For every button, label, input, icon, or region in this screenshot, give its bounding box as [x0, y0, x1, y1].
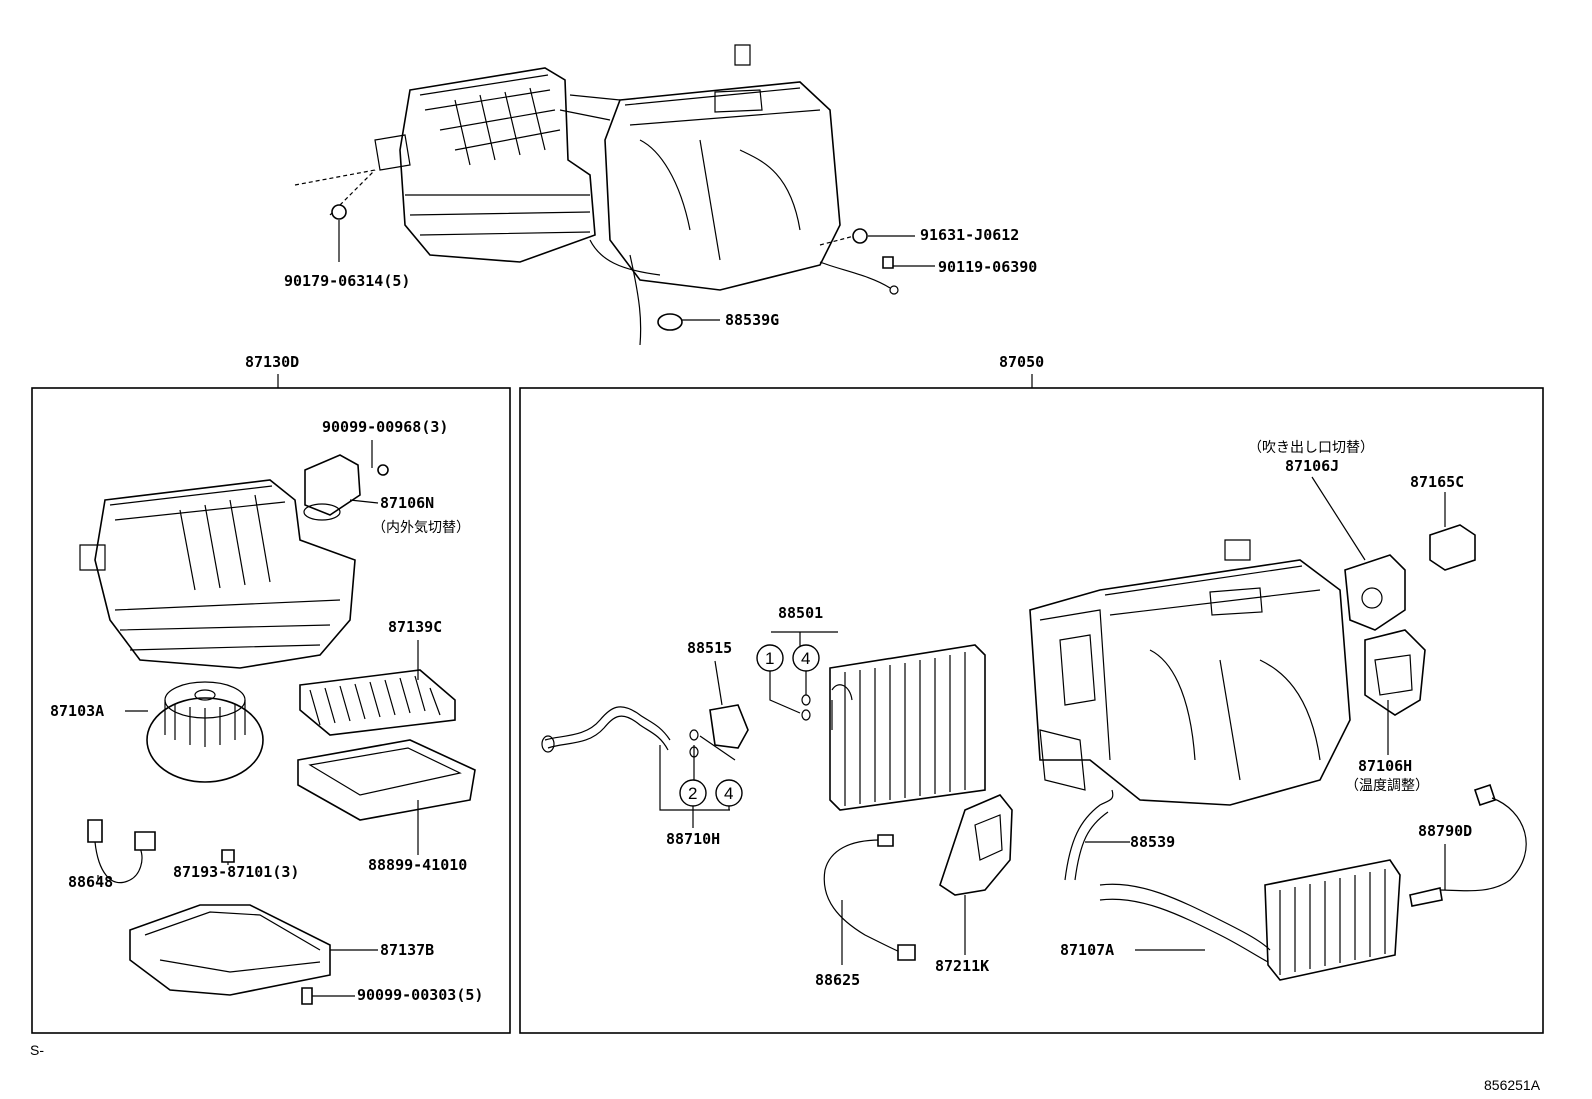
label-88899-41010: 88899-41010	[368, 856, 467, 874]
heater-unit-group: 87050 （吹き出し口切替） 87106J 87165C 87106H （温度…	[519, 353, 1544, 1034]
note-87106H: （温度調整）	[1345, 778, 1429, 794]
callout-4-bottom-text: 4	[724, 784, 733, 803]
label-88501: 88501	[778, 604, 823, 622]
label-87193-87101: 87193-87101(3)	[173, 863, 299, 881]
label-88790D: 88790D	[1418, 822, 1472, 840]
heater-group-frame	[519, 387, 1544, 1034]
blower-group-frame	[31, 387, 511, 1034]
blower-group: 87130D 90099-00968(3) 87106N （内外気切替） 871…	[31, 353, 511, 1034]
label-88515: 88515	[687, 639, 732, 657]
note-87106J: （吹き出し口切替）	[1248, 440, 1374, 456]
group-title-87050: 87050	[999, 353, 1044, 371]
callout-4-top-text: 4	[801, 649, 810, 668]
label-90099-00303: 90099-00303(5)	[357, 986, 483, 1004]
label-88539: 88539	[1130, 833, 1175, 851]
label-87106H: 87106H	[1358, 757, 1412, 775]
label-90179-06314: 90179-06314(5)	[284, 272, 410, 290]
label-87137B: 87137B	[380, 941, 434, 959]
label-88625: 88625	[815, 971, 860, 989]
footer-left-code: S-	[30, 1042, 44, 1058]
top-hvac-assembly: 90179-06314(5) 91631-J0612 90119-06390 8…	[284, 44, 1037, 346]
callout-1-top-text: 1	[765, 649, 774, 668]
label-87106N: 87106N	[380, 494, 434, 512]
label-88710H: 88710H	[666, 830, 720, 848]
note-87106N: （内外気切替）	[372, 520, 470, 536]
label-90099-00968: 90099-00968(3)	[322, 418, 448, 436]
label-87107A: 87107A	[1060, 941, 1114, 959]
label-87139C: 87139C	[388, 618, 442, 636]
label-87103A: 87103A	[50, 702, 104, 720]
callout-2-text: 2	[688, 784, 697, 803]
label-88539G: 88539G	[725, 311, 779, 329]
footer-right-code: 856251A	[1484, 1077, 1541, 1093]
label-87165C: 87165C	[1410, 473, 1464, 491]
group-title-87130D: 87130D	[245, 353, 299, 371]
label-90119-06390: 90119-06390	[938, 258, 1037, 276]
label-91631-J0612: 91631-J0612	[920, 226, 1019, 244]
label-87106J: 87106J	[1285, 457, 1339, 475]
label-88648: 88648	[68, 873, 113, 891]
label-87211K: 87211K	[935, 957, 989, 975]
